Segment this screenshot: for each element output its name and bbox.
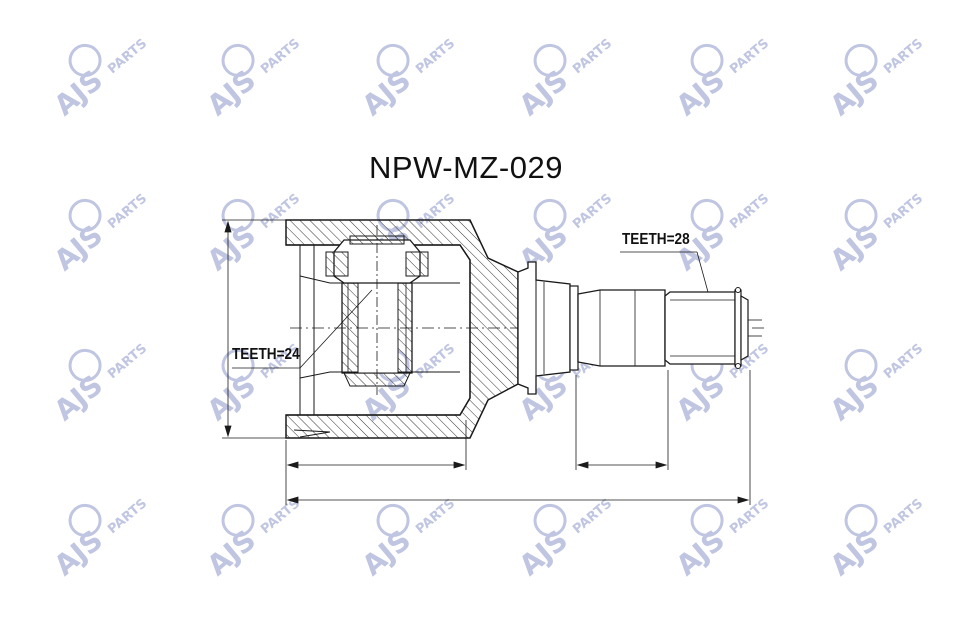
teeth-outer-label: TEETH=28 (622, 231, 690, 248)
dimension-lines (222, 219, 751, 505)
output-stem (517, 261, 762, 395)
part-number-title: NPW-MZ-029 (369, 150, 563, 185)
teeth-inner-label: TEETH=24 (232, 346, 300, 363)
